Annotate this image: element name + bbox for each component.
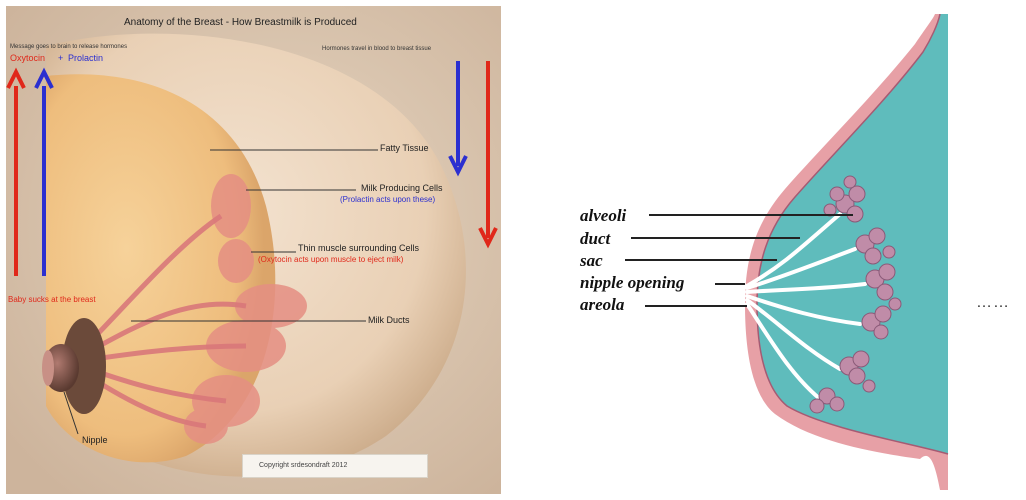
thin-muscle-label: Thin muscle surrounding Cells bbox=[298, 244, 419, 253]
copyright-box: Copyright srdesondraft 2012 bbox=[242, 454, 428, 478]
oxytocin-note: (Oxytocin acts upon muscle to eject milk… bbox=[258, 256, 403, 264]
fatty-tissue-label: Fatty Tissue bbox=[380, 144, 429, 153]
plus-sign: + bbox=[58, 54, 63, 63]
prolactin-label: Prolactin bbox=[68, 54, 103, 63]
milk-ducts-label: Milk Ducts bbox=[368, 316, 410, 325]
diagram-title: Anatomy of the Breast - How Breastmilk i… bbox=[124, 18, 357, 28]
prolactin-note: (Prolactin acts upon these) bbox=[340, 196, 435, 204]
cross-section-graphic bbox=[555, 14, 955, 490]
breast-cross-section-diagram: alveoli duct sac nipple opening areola bbox=[555, 14, 955, 490]
copyright-text: Copyright srdesondraft 2012 bbox=[259, 462, 347, 469]
breast-illustration-graphic bbox=[6, 6, 501, 494]
oxytocin-label: Oxytocin bbox=[10, 54, 45, 63]
nipple-opening-label: nipple opening bbox=[580, 274, 684, 291]
baby-sucks-label: Baby sucks at the breast bbox=[8, 296, 96, 304]
breast-anatomy-illustration: Anatomy of the Breast - How Breastmilk i… bbox=[6, 6, 501, 494]
message-note: Message goes to brain to release hormone… bbox=[10, 44, 127, 50]
duct-label: duct bbox=[580, 230, 610, 247]
nipple-label: Nipple bbox=[82, 436, 108, 445]
alveoli-label: alveoli bbox=[580, 207, 626, 224]
trailing-ellipsis: …… bbox=[976, 294, 1010, 312]
areola-label: areola bbox=[580, 296, 624, 313]
milk-producing-cells-label: Milk Producing Cells bbox=[361, 184, 443, 193]
sac-label: sac bbox=[580, 252, 603, 269]
hormones-note: Hormones travel in blood to breast tissu… bbox=[322, 46, 431, 52]
